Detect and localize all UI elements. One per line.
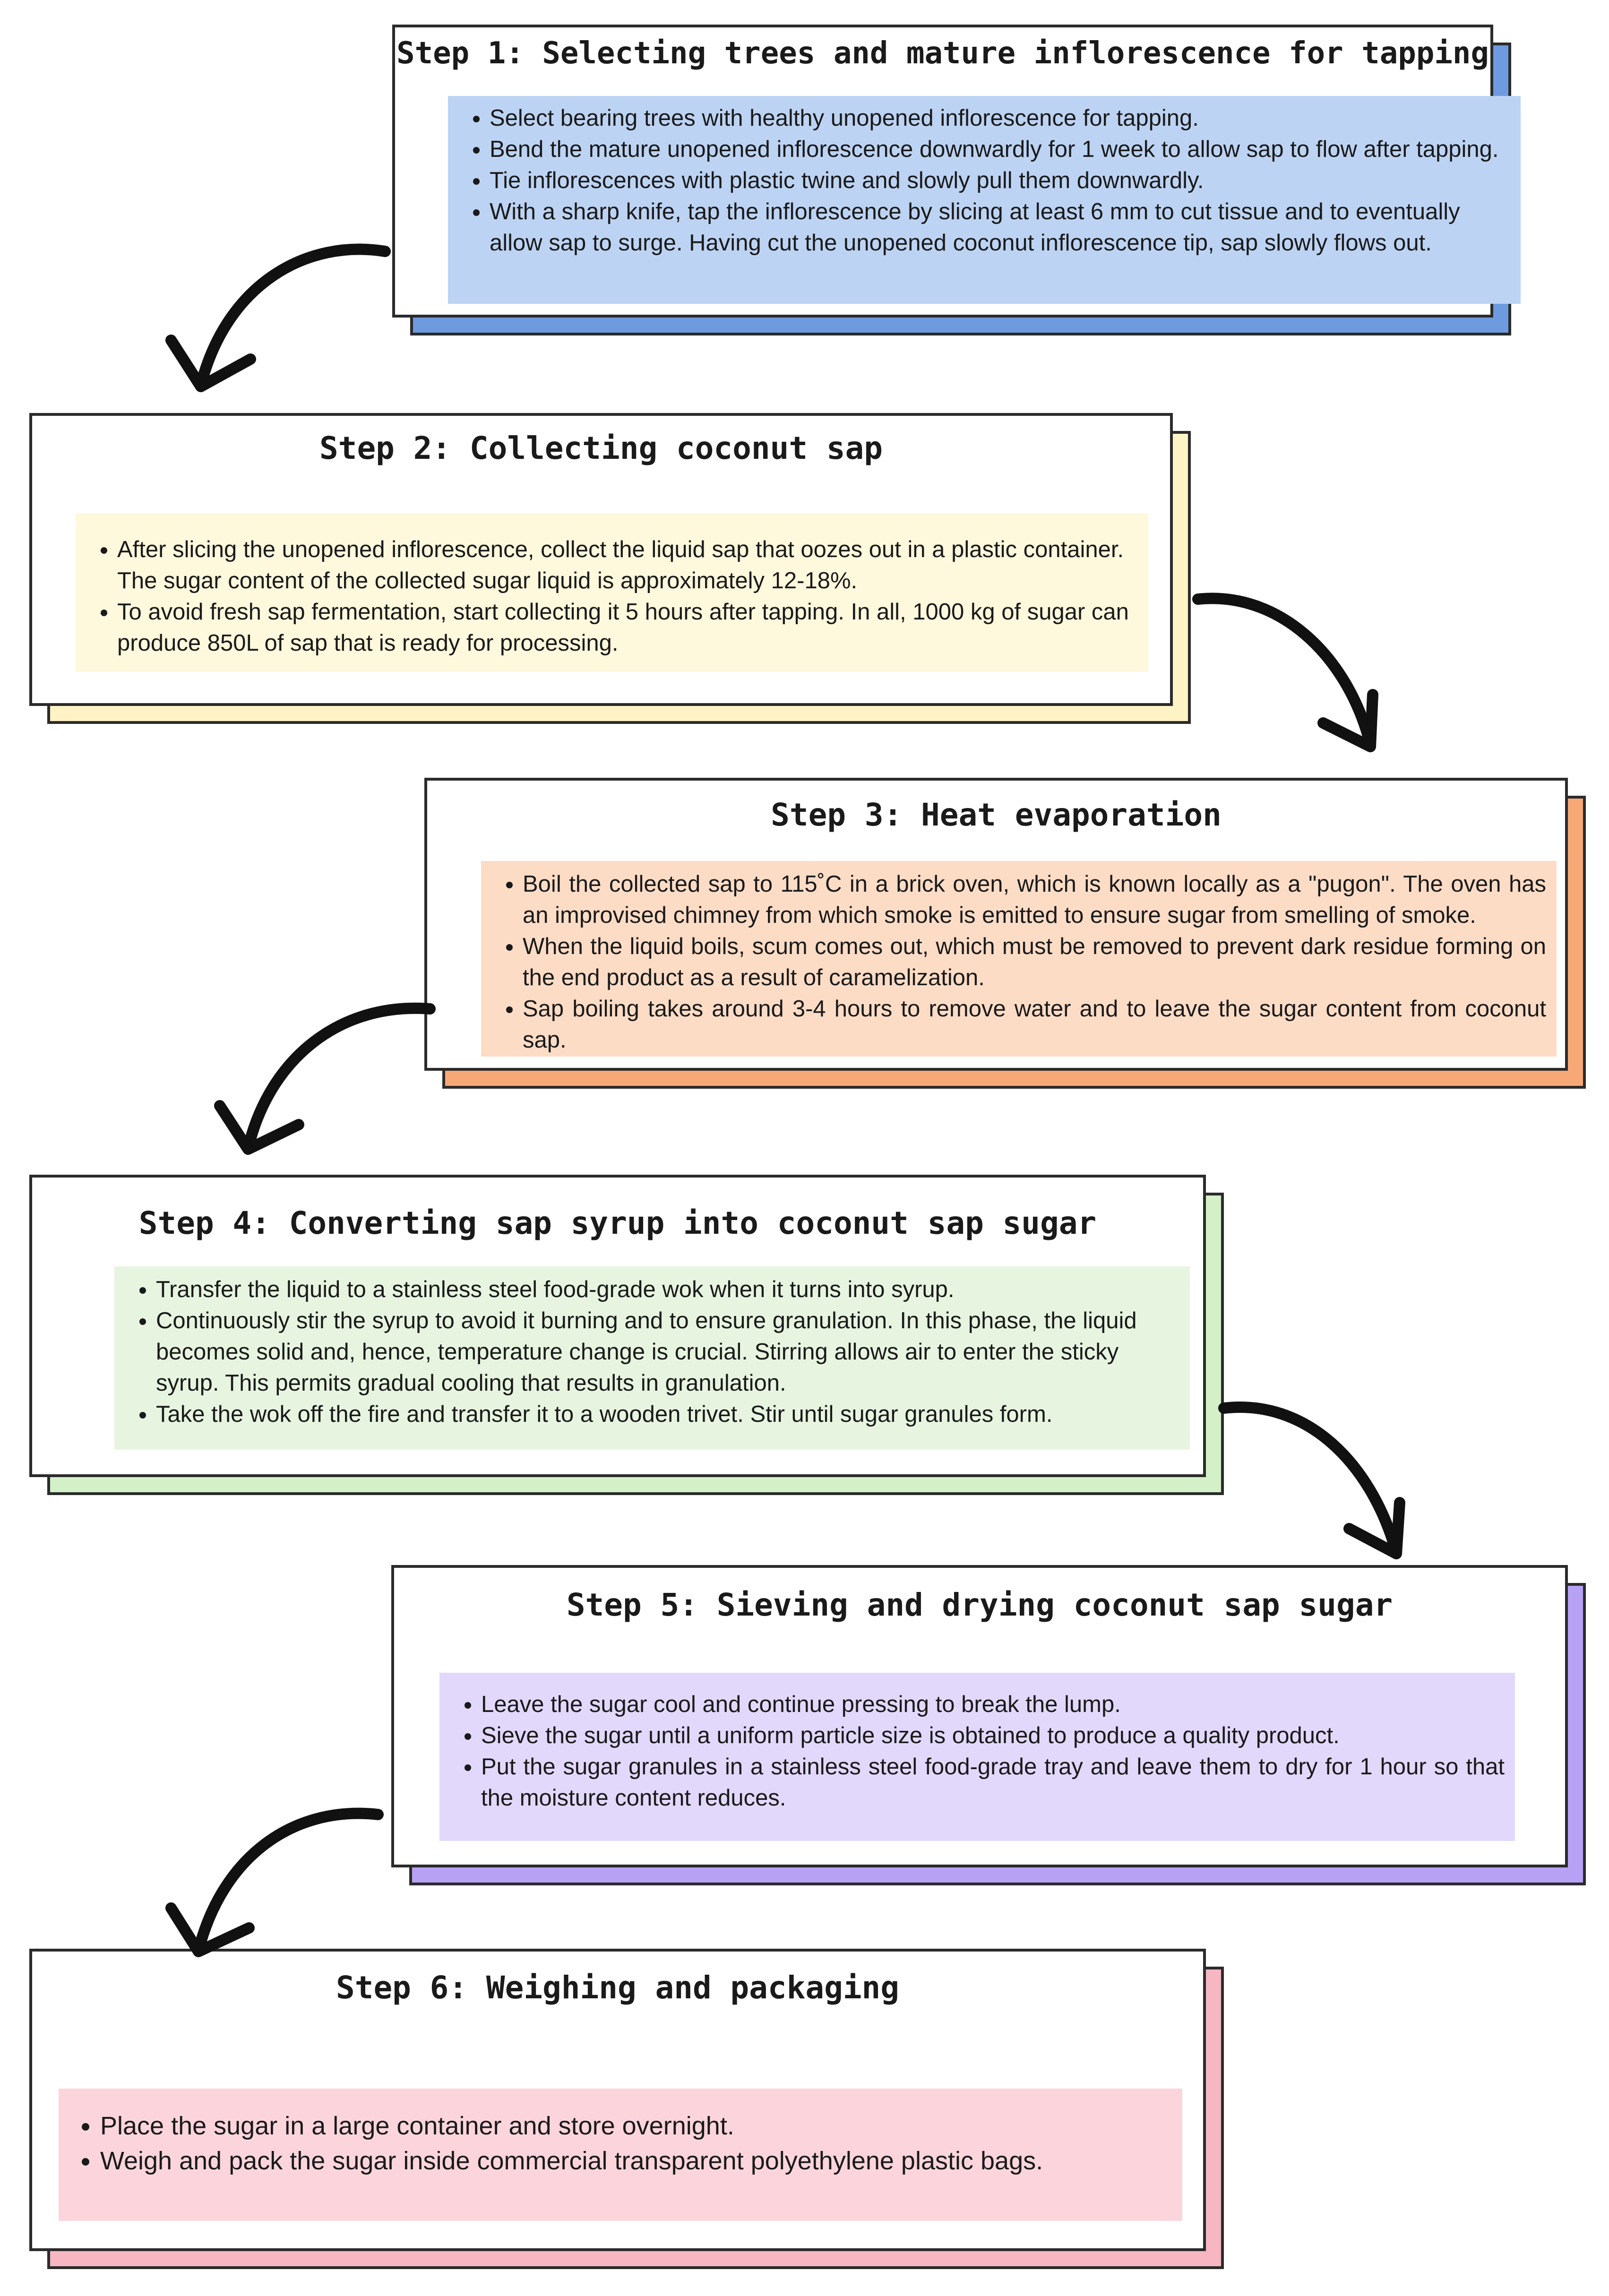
step-5-panel: Leave the sugar cool and continue pressi…: [439, 1673, 1515, 1841]
step-3-card: Step 3: Heat evaporation Boil the collec…: [424, 778, 1586, 1089]
step-2-bullet: After slicing the unopened inflorescence…: [117, 534, 1139, 596]
step-6-box: Step 6: Weighing and packaging Place the…: [29, 1949, 1206, 2251]
step-3-bullet: Sap boiling takes around 3-4 hours to re…: [523, 993, 1546, 1056]
step-4-bullet: Transfer the liquid to a stainless steel…: [156, 1274, 1179, 1305]
step-6-bullet: Weigh and pack the sugar inside commerci…: [100, 2143, 1173, 2178]
step-2-bullet: To avoid fresh sap fermentation, start c…: [117, 596, 1139, 659]
step-3-bullet: When the liquid boils, scum comes out, w…: [523, 931, 1546, 993]
arrow-step3-to-step4-head: [214, 1100, 304, 1155]
step-5-bullet: Sieve the sugar until a uniform particle…: [481, 1720, 1505, 1751]
arrow-step5-to-step6-head: [165, 1902, 255, 1957]
arrow-step1-to-step2-head: [165, 335, 256, 392]
step-4-bullet: Continuously stir the syrup to avoid it …: [156, 1305, 1179, 1399]
step-3-bullet: Boil the collected sap to 115˚C in a bri…: [523, 869, 1546, 931]
step-6-bullet: Place the sugar in a large container and…: [100, 2108, 1173, 2143]
step-3-panel: Boil the collected sap to 115˚C in a bri…: [481, 861, 1557, 1057]
step-5-title: Step 5: Sieving and drying coconut sap s…: [566, 1587, 1393, 1623]
step-4-bullet: Take the wok off the fire and transfer i…: [156, 1399, 1179, 1430]
arrow-step4-to-step5: [1218, 1402, 1402, 1558]
step-4-card: Step 4: Converting sap syrup into coconu…: [29, 1175, 1224, 1495]
step-2-title: Step 2: Collecting coconut sap: [319, 430, 883, 466]
arrow-step4-to-step5-head: [1343, 1497, 1405, 1559]
arrow-step3-to-step4: [242, 1002, 436, 1154]
arrow-step2-to-step3-head: [1317, 689, 1378, 752]
step-5-card: Step 5: Sieving and drying coconut sap s…: [391, 1565, 1586, 1885]
step-3-list: Boil the collected sap to 115˚C in a bri…: [481, 869, 1546, 1056]
step-1-box: Step 1: Selecting trees and mature inflo…: [392, 25, 1521, 318]
arrow-step2-to-step3: [1192, 593, 1376, 750]
step-1-panel: Select bearing trees with healthy unopen…: [448, 96, 1521, 304]
step-1-card: Step 1: Selecting trees and mature inflo…: [392, 25, 1521, 335]
step-4-box: Step 4: Converting sap syrup into coconu…: [29, 1175, 1206, 1477]
step-5-bullet: Put the sugar granules in a stainless st…: [481, 1751, 1505, 1814]
step-1-bullet: Select bearing trees with healthy unopen…: [490, 103, 1511, 134]
arrow-step5-to-step6: [193, 1807, 384, 1956]
step-5-box: Step 5: Sieving and drying coconut sap s…: [391, 1565, 1568, 1867]
step-4-title: Step 4: Converting sap syrup into coconu…: [138, 1205, 1097, 1241]
step-2-card: Step 2: Collecting coconut sap After sli…: [29, 413, 1191, 724]
step-1-bullet: Bend the mature unopened inflorescence d…: [490, 134, 1511, 165]
step-2-panel: After slicing the unopened inflorescence…: [76, 513, 1148, 672]
step-2-list: After slicing the unopened inflorescence…: [76, 534, 1139, 659]
step-1-bullet: With a sharp knife, tap the inflorescenc…: [490, 196, 1511, 258]
step-3-box: Step 3: Heat evaporation Boil the collec…: [424, 778, 1568, 1071]
step-2-box: Step 2: Collecting coconut sap After sli…: [29, 413, 1173, 706]
step-1-list: Select bearing trees with healthy unopen…: [448, 103, 1511, 258]
step-6-title: Step 6: Weighing and packaging: [336, 1969, 900, 2006]
step-1-bullet: Tie inflorescences with plastic twine an…: [490, 165, 1511, 196]
step-5-bullet: Leave the sugar cool and continue pressi…: [481, 1689, 1505, 1720]
step-5-list: Leave the sugar cool and continue pressi…: [439, 1689, 1505, 1814]
step-6-card: Step 6: Weighing and packaging Place the…: [29, 1949, 1224, 2269]
step-4-list: Transfer the liquid to a stainless steel…: [114, 1274, 1179, 1430]
step-4-panel: Transfer the liquid to a stainless steel…: [114, 1266, 1190, 1450]
step-6-list: Place the sugar in a large container and…: [59, 2108, 1173, 2178]
arrow-step1-to-step2: [195, 243, 391, 391]
step-6-panel: Place the sugar in a large container and…: [59, 2089, 1182, 2221]
step-3-title: Step 3: Heat evaporation: [771, 797, 1222, 833]
step-1-title: Step 1: Selecting trees and mature inflo…: [396, 36, 1489, 71]
